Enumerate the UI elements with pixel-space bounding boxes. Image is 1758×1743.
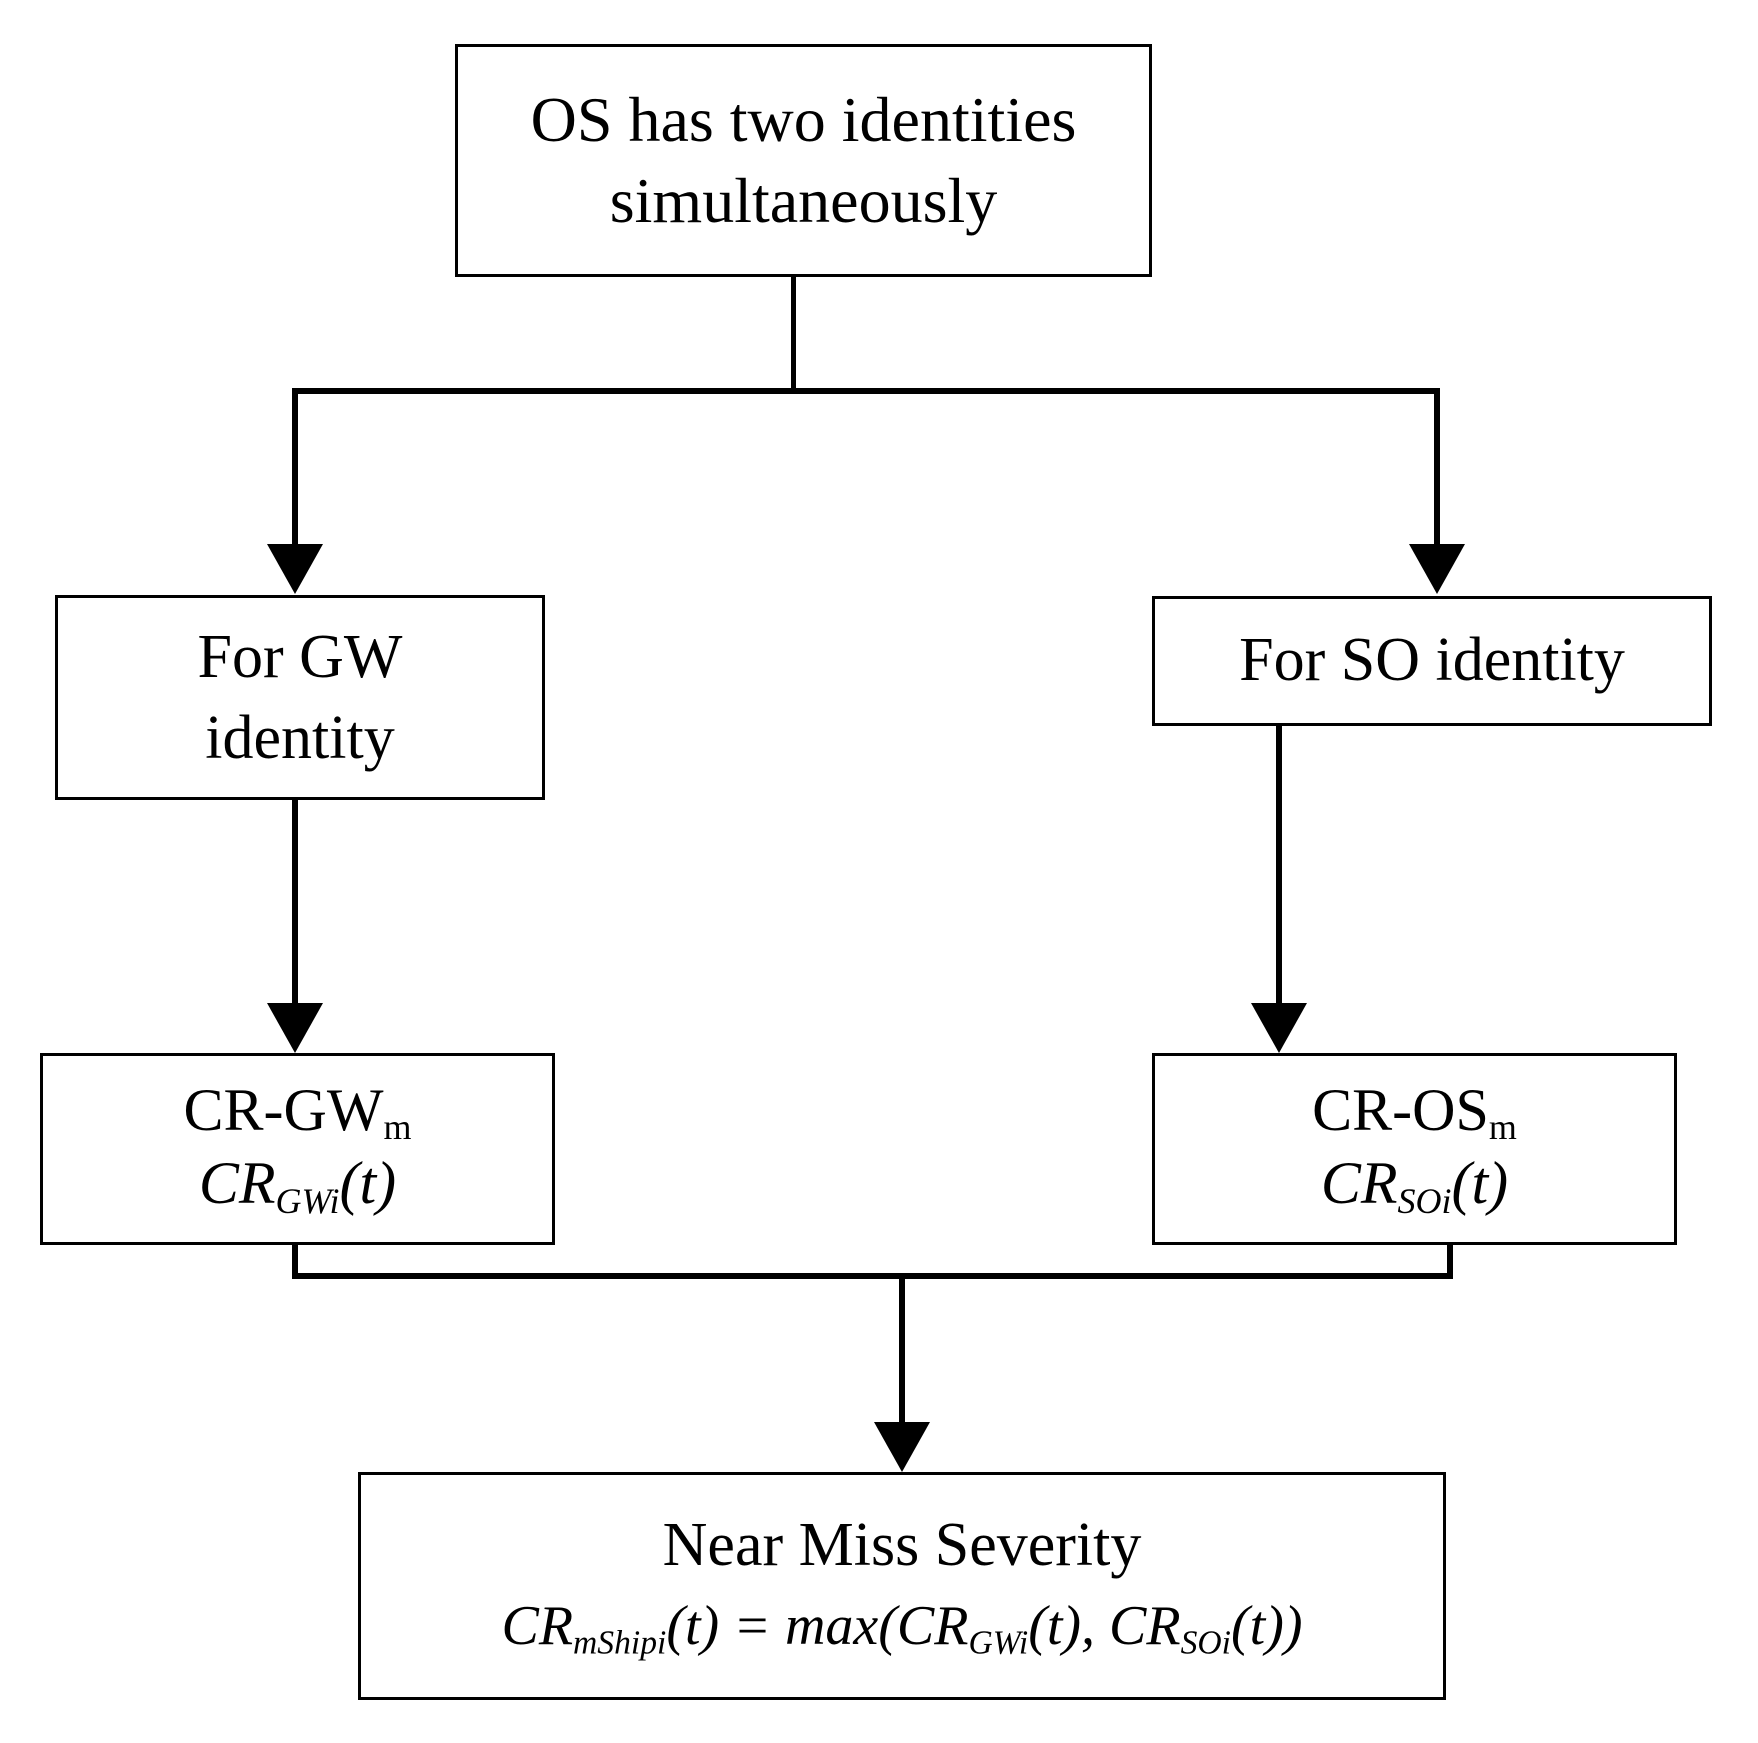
near-miss-f1-sub: mShipi <box>573 1623 667 1661</box>
node-cr-gw-formula-sub: GWi <box>275 1181 340 1222</box>
node-cr-gw-formula-tail: (t) <box>339 1150 397 1217</box>
node-cr-os-formula-base: CR <box>1320 1150 1398 1217</box>
arrowhead-to-gw-identity <box>267 544 323 594</box>
edge-top-stem <box>791 277 796 392</box>
node-for-gw-identity-line1: For GW <box>197 622 403 691</box>
node-cr-gw-label: CR-GWm <box>184 1075 412 1148</box>
near-miss-f3-tail: (t)) <box>1230 1594 1303 1657</box>
node-cr-os: CR-OSm CRSOi(t) <box>1152 1053 1677 1245</box>
near-miss-f2-base: CR <box>896 1594 969 1657</box>
near-miss-f1-base: CR <box>501 1594 574 1657</box>
edge-gw-identity-stem <box>292 800 298 1005</box>
node-cr-gw-label-sub: m <box>383 1106 412 1147</box>
near-miss-f3-sub: SOi <box>1180 1623 1231 1661</box>
node-cr-os-label-sub: m <box>1488 1106 1517 1147</box>
near-miss-f2-tail: (t), <box>1028 1594 1110 1657</box>
edge-fork-left-drop <box>292 388 298 546</box>
node-near-miss-title: Near Miss Severity <box>662 1511 1142 1580</box>
node-cr-os-formula-sub: SOi <box>1397 1181 1452 1222</box>
node-for-gw-identity: For GW identity <box>55 595 545 800</box>
node-os-two-identities-line2: simultaneously <box>609 164 998 236</box>
near-miss-f2-sub: GWi <box>968 1623 1029 1661</box>
node-cr-os-formula: CRSOi(t) <box>1321 1148 1508 1223</box>
node-cr-os-formula-tail: (t) <box>1451 1150 1509 1217</box>
node-os-two-identities-line1: OS has two identities <box>530 83 1077 155</box>
edge-fork-bar <box>292 388 1440 394</box>
node-cr-gw: CR-GWm CRGWi(t) <box>40 1053 555 1245</box>
node-cr-os-label: CR-OSm <box>1312 1075 1517 1148</box>
arrowhead-to-cr-gw <box>267 1003 323 1053</box>
near-miss-f1-tail: (t) = max( <box>666 1594 897 1657</box>
node-cr-os-label-base: CR-OS <box>1312 1076 1489 1143</box>
edge-fork-right-drop <box>1434 388 1440 546</box>
node-near-miss-severity: Near Miss Severity CRmShipi(t) = max(CRG… <box>358 1472 1446 1700</box>
node-for-so-identity-line1: For SO identity <box>1239 626 1625 695</box>
node-near-miss-formula: CRmShipi(t) = max(CRGWi(t), CRSOi(t)) <box>501 1593 1302 1663</box>
edge-cr-os-drop <box>1447 1245 1453 1279</box>
edge-merge-bar <box>292 1273 1453 1279</box>
arrowhead-to-near-miss <box>874 1422 930 1472</box>
edge-merge-stem <box>899 1273 905 1424</box>
arrowhead-to-so-identity <box>1409 544 1465 594</box>
node-for-so-identity: For SO identity <box>1152 596 1712 726</box>
edge-so-identity-stem <box>1276 726 1282 1005</box>
edge-cr-gw-drop <box>292 1245 298 1279</box>
node-cr-gw-formula: CRGWi(t) <box>199 1148 396 1223</box>
node-cr-gw-formula-base: CR <box>198 1150 276 1217</box>
arrowhead-to-cr-os <box>1251 1003 1307 1053</box>
node-os-two-identities: OS has two identities simultaneously <box>455 44 1152 277</box>
node-for-gw-identity-line2: identity <box>205 703 395 772</box>
near-miss-f3-base: CR <box>1109 1594 1181 1657</box>
node-cr-gw-label-base: CR-GW <box>183 1076 384 1143</box>
